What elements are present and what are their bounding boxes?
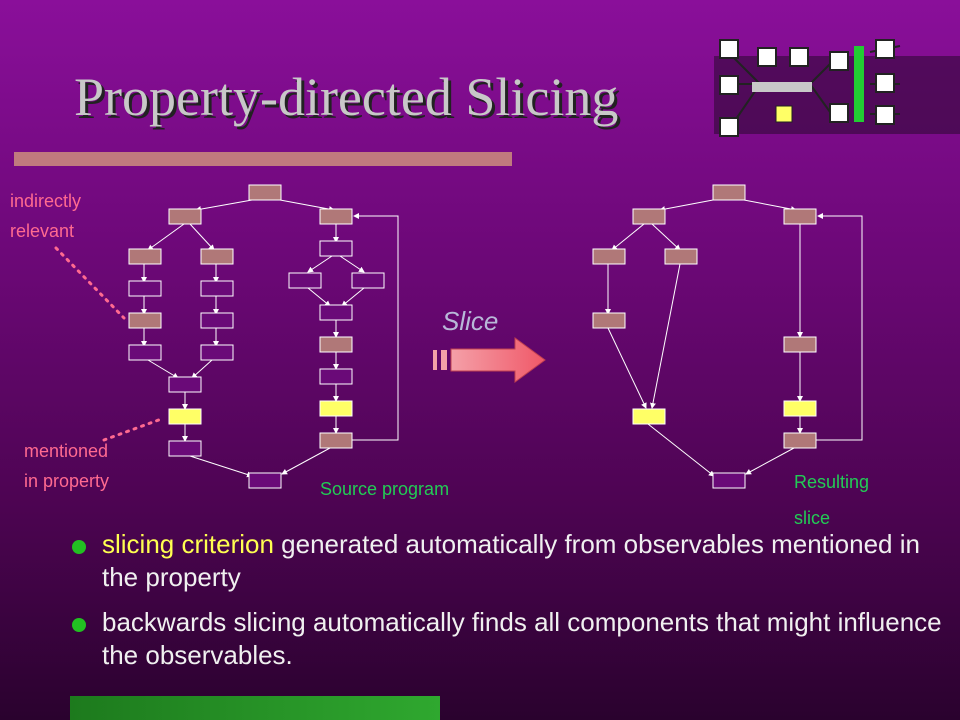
source-node: [168, 208, 202, 225]
mentioned-line-2: in property: [24, 471, 110, 491]
source-node: [319, 336, 353, 353]
source-node: [200, 344, 234, 361]
bottom-accent-bar: [70, 696, 440, 720]
source-program-label: Source program: [320, 479, 450, 499]
source-node: [168, 376, 202, 393]
slice-node: [632, 208, 666, 225]
source-node-exit: [248, 472, 282, 489]
source-node: [288, 272, 322, 289]
slice-node: [664, 248, 698, 265]
slide-title: Property-directed Slicing: [74, 67, 619, 127]
bullet-item: slicing criterion generated automaticall…: [64, 528, 944, 594]
bullet-body: backwards slicing automatically finds al…: [102, 607, 942, 670]
slice-node: [592, 248, 626, 265]
source-node: [319, 208, 353, 225]
slice-node: [783, 336, 817, 353]
circuit-logo-icon: [714, 39, 960, 137]
source-node: [128, 344, 162, 361]
slice-node: [592, 312, 626, 329]
source-node: [128, 248, 162, 265]
source-node: [200, 280, 234, 297]
source-node: [128, 280, 162, 297]
title-underline-bar: [14, 152, 512, 166]
resulting-slice-line-2: slice: [794, 508, 831, 528]
mentioned-in-property-label: mentioned in property: [24, 436, 109, 496]
slice-node-exit: [712, 472, 746, 489]
bullet-dot-icon: [72, 540, 86, 554]
resulting-slice-label: Resulting slice: [794, 464, 869, 536]
source-node: [319, 304, 353, 321]
slice-node: [783, 432, 817, 449]
source-graph-edges: [141, 199, 399, 478]
slice-node-criterion: [783, 400, 817, 417]
source-node: [319, 240, 353, 257]
source-node: [168, 440, 202, 457]
source-node: [319, 432, 353, 449]
source-node-mentioned-in-property: [319, 400, 353, 417]
source-node-indirectly-relevant: [128, 312, 162, 329]
source-node: [319, 368, 353, 385]
bullet-text: backwards slicing automatically finds al…: [102, 606, 944, 672]
slice-arrow-label: Slice: [442, 306, 499, 336]
slice-arrow-icon: [433, 337, 546, 383]
bullet-item: backwards slicing automatically finds al…: [64, 606, 944, 672]
slice-node-criterion: [632, 408, 666, 425]
source-node: [200, 312, 234, 329]
mentioned-pointer: [102, 416, 166, 442]
indirectly-relevant-line-1: indirectly: [10, 191, 82, 211]
source-node-mentioned-in-property: [168, 408, 202, 425]
bullet-body: generated automatically from observables…: [102, 529, 920, 592]
indirectly-relevant-line-2: relevant: [10, 221, 75, 241]
slice-node-entry: [712, 184, 746, 201]
slice-graph-edges: [605, 199, 863, 477]
source-node-entry: [248, 184, 282, 201]
bullet-dot-icon: [72, 618, 86, 632]
resulting-slice-line-1: Resulting: [794, 472, 870, 492]
indirectly-relevant-label: indirectly relevant: [10, 186, 81, 246]
source-node: [351, 272, 385, 289]
slicing-criterion-highlight: slicing criterion: [102, 529, 274, 559]
slice-node: [783, 208, 817, 225]
bullet-text: slicing criterion generated automaticall…: [102, 528, 944, 594]
bullet-list: slicing criterion generated automaticall…: [64, 528, 944, 684]
indirectly-relevant-pointer: [54, 246, 126, 320]
source-node: [200, 248, 234, 265]
mentioned-line-1: mentioned: [24, 441, 109, 461]
